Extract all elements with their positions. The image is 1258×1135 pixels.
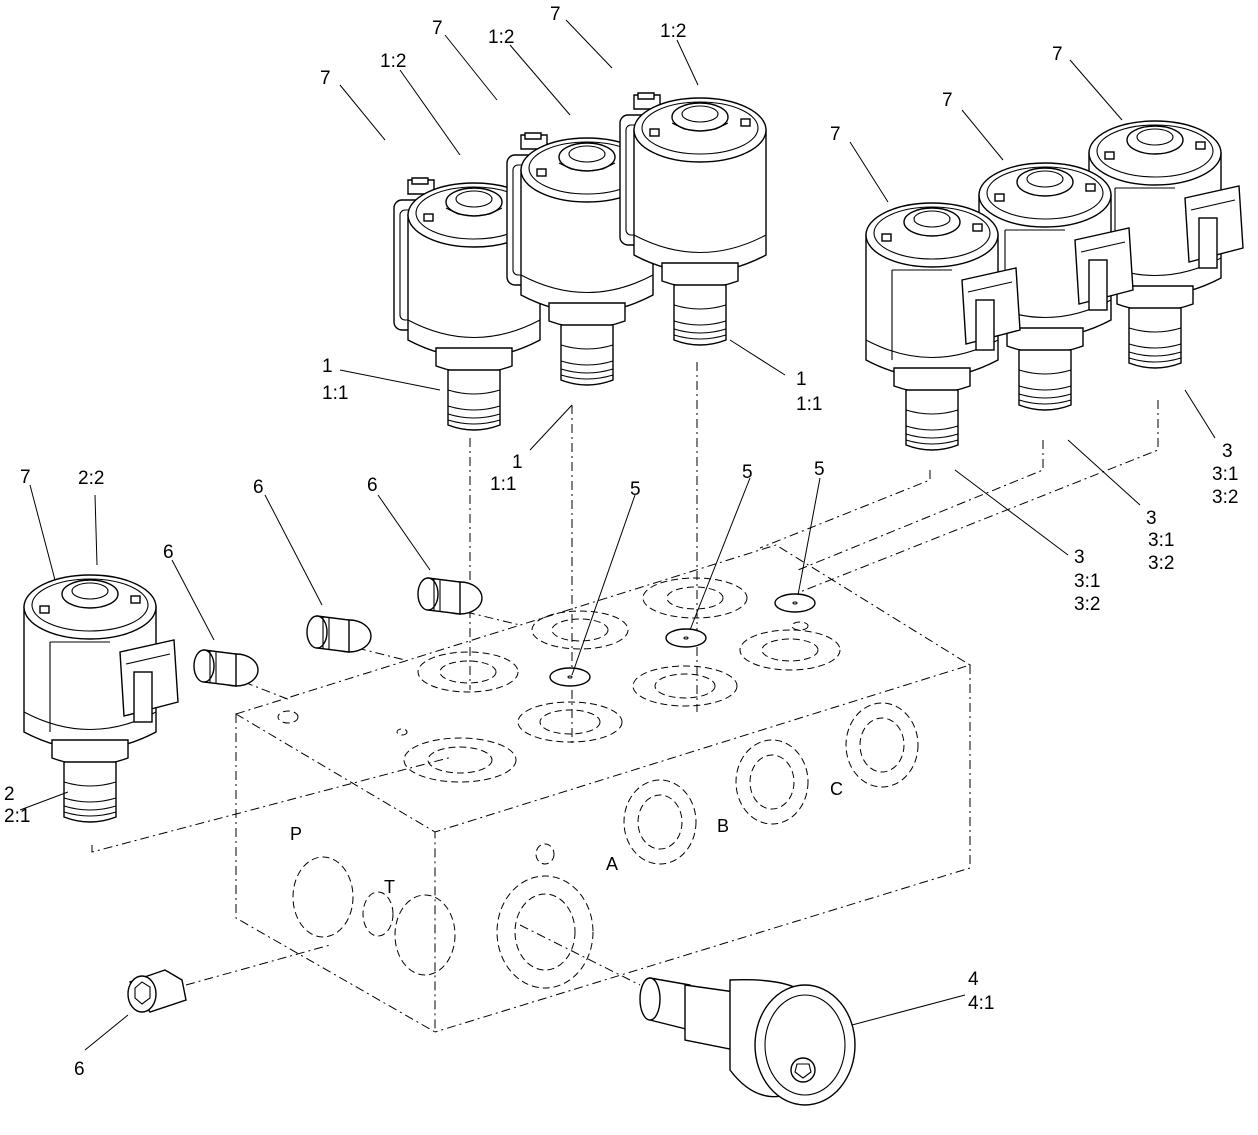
callout-1-1-a: 1:1 [322,383,348,404]
washer-5b [665,628,707,648]
port-label-t: T [384,877,395,897]
plug-6d [127,969,187,1013]
callout-7-c: 7 [550,4,561,25]
callout-7-e: 7 [942,90,953,111]
washer-5c [774,593,816,613]
solenoid-valve-2 [23,574,179,823]
top-ports [277,577,841,783]
callout-3-c: 3 [1074,547,1085,568]
callout-3-1-c: 3:1 [1074,571,1100,592]
callout-3-2-a: 3:2 [1212,487,1238,508]
callout-3-2-c: 3:2 [1074,594,1100,615]
callout-5-c: 5 [814,459,825,480]
callout-3-b: 3 [1146,508,1157,529]
solenoid-valve-3a [865,202,1021,451]
callout-3-a: 3 [1222,441,1233,462]
plug-6a [193,649,259,687]
plug-6b [306,615,372,653]
callout-4: 4 [968,969,979,990]
callout-7-a: 7 [320,68,331,89]
front-ports [292,702,919,989]
port-label-b: B [717,816,729,836]
callout-2: 2 [4,784,15,805]
callout-6-d: 6 [74,1059,85,1080]
callout-5-b: 5 [742,462,753,483]
callout-6-c: 6 [367,475,378,496]
manifold-block: P T A B C [234,544,972,1033]
callout-2-1: 2:1 [4,806,30,827]
callout-1-1-c: 1:1 [796,394,822,415]
solenoid-valve-1c [619,92,767,346]
relief-valve-4 [639,977,856,1106]
callout-7-d: 7 [1052,44,1063,65]
callout-6-b: 6 [253,477,264,498]
port-label-p: P [290,824,302,844]
port-label-c: C [830,779,843,799]
callout-5-a: 5 [630,479,641,500]
leader-lines [19,19,1216,1051]
callout-7-g: 7 [20,467,31,488]
callout-3-1-b: 3:1 [1148,530,1174,551]
callout-3-2-b: 3:2 [1148,553,1174,574]
callout-4-1: 4:1 [968,993,994,1014]
callout-1-a: 1 [322,356,333,377]
plug-6c [417,577,483,615]
callout-1-2-b: 1:2 [488,27,514,48]
callout-1-2-a: 1:2 [380,51,406,72]
callout-3-1-a: 3:1 [1212,464,1238,485]
port-label-a: A [606,854,618,874]
callout-1-1-b: 1:1 [490,474,516,495]
washer-5a [549,667,591,687]
callout-1-c: 1 [796,369,807,390]
callout-1-b: 1 [512,452,523,473]
callout-1-2-c: 1:2 [660,21,686,42]
callout-6-a: 6 [163,542,174,563]
callout-7-b: 7 [432,18,443,39]
callout-labels: 7 1:2 7 1:2 7 1:2 7 7 7 7 2:2 1 1:1 1 1:… [4,4,1238,1080]
assembly-lines [91,362,1159,986]
callout-7-f: 7 [830,124,841,145]
callout-2-2: 2:2 [78,468,104,489]
